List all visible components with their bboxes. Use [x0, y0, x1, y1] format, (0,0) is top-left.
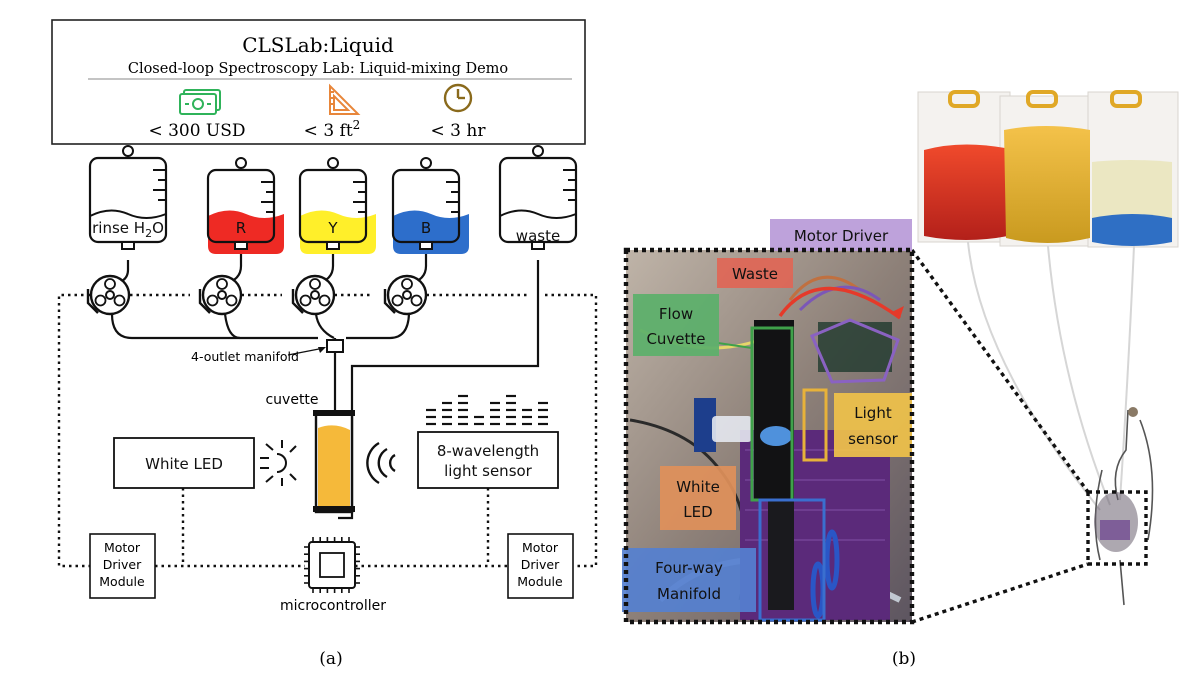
- motor-left-line1: Motor: [104, 540, 141, 555]
- bag-waste-label: waste: [516, 227, 560, 245]
- sensor-box: [417, 431, 559, 489]
- bag-red-label: R: [236, 219, 246, 237]
- sensor-label-2: light sensor: [444, 462, 533, 480]
- motor-left-line3: Module: [99, 574, 145, 589]
- caption-a: (a): [319, 649, 342, 669]
- pump-icon: [383, 274, 428, 316]
- photo-bags: [917, 90, 1179, 606]
- cuvette-label: cuvette: [265, 392, 318, 408]
- money-icon: [179, 89, 221, 115]
- clock-icon: [443, 83, 473, 113]
- pump-icon: [291, 274, 336, 316]
- motor-right-line2: Driver: [521, 557, 560, 572]
- manifold-label: 4-outlet manifold: [191, 349, 299, 364]
- motor-right-line3: Module: [517, 574, 563, 589]
- motor-right-line1: Motor: [522, 540, 559, 555]
- bag-yellow-label: Y: [327, 219, 338, 237]
- led-label: White LED: [145, 455, 223, 473]
- manifold-block: [326, 339, 344, 353]
- sun-icon: [260, 440, 297, 486]
- photo-flow-2: Cuvette: [646, 330, 705, 348]
- tubing: [110, 254, 540, 520]
- header-box: CLSLab:Liquid Closed-loop Spectroscopy L…: [51, 19, 586, 145]
- caption-b: (b): [892, 649, 916, 669]
- photo-light-1: Light: [854, 404, 892, 422]
- time-label: < 3 hr: [431, 121, 487, 141]
- pump-icon: [86, 274, 131, 316]
- chip-icon: [304, 537, 360, 593]
- photo-led-1: White: [676, 478, 720, 496]
- motor-module-left: [89, 533, 156, 599]
- photo-motor-driver: Motor Driver: [794, 227, 889, 245]
- sensor-label-1: 8-wavelength: [437, 442, 539, 460]
- photo-waste: Waste: [732, 265, 778, 283]
- photo-manifold-2: Manifold: [657, 585, 721, 603]
- motor-left-line2: Driver: [103, 557, 142, 572]
- header-title: CLSLab:Liquid: [242, 33, 394, 57]
- signal-icon: [366, 441, 396, 485]
- cuvette: [313, 410, 355, 514]
- control-wires: [57, 293, 598, 568]
- ruler-icon: [329, 83, 361, 115]
- led-box: [113, 437, 255, 489]
- bag-rinse-label: rinse H2O: [92, 219, 164, 240]
- photo-light-2: sensor: [848, 430, 899, 448]
- photo-led-2: LED: [683, 503, 712, 521]
- mcu-label: microcontroller: [280, 598, 386, 614]
- photo-manifold-1: Four-way: [655, 559, 723, 577]
- footprint-label: < 3 ft2: [304, 118, 361, 141]
- bars-icon: [426, 394, 548, 426]
- bag-details: [121, 145, 576, 250]
- photo-inset: Motor Driver Waste Flow Cuvette Light se…: [622, 219, 915, 625]
- zoom-line-top: [910, 249, 1090, 493]
- pumps: [86, 274, 428, 316]
- photo-flow-1: Flow: [659, 305, 693, 323]
- zoom-line-bottom: [911, 562, 1089, 624]
- manifold-pointer: [287, 347, 325, 356]
- cost-label: < 300 USD: [148, 121, 245, 141]
- header-subtitle: Closed-loop Spectroscopy Lab: Liquid-mix…: [128, 61, 508, 77]
- pump-icon: [198, 274, 243, 316]
- motor-module-right: [507, 533, 574, 599]
- bag-blue-label: B: [421, 219, 431, 237]
